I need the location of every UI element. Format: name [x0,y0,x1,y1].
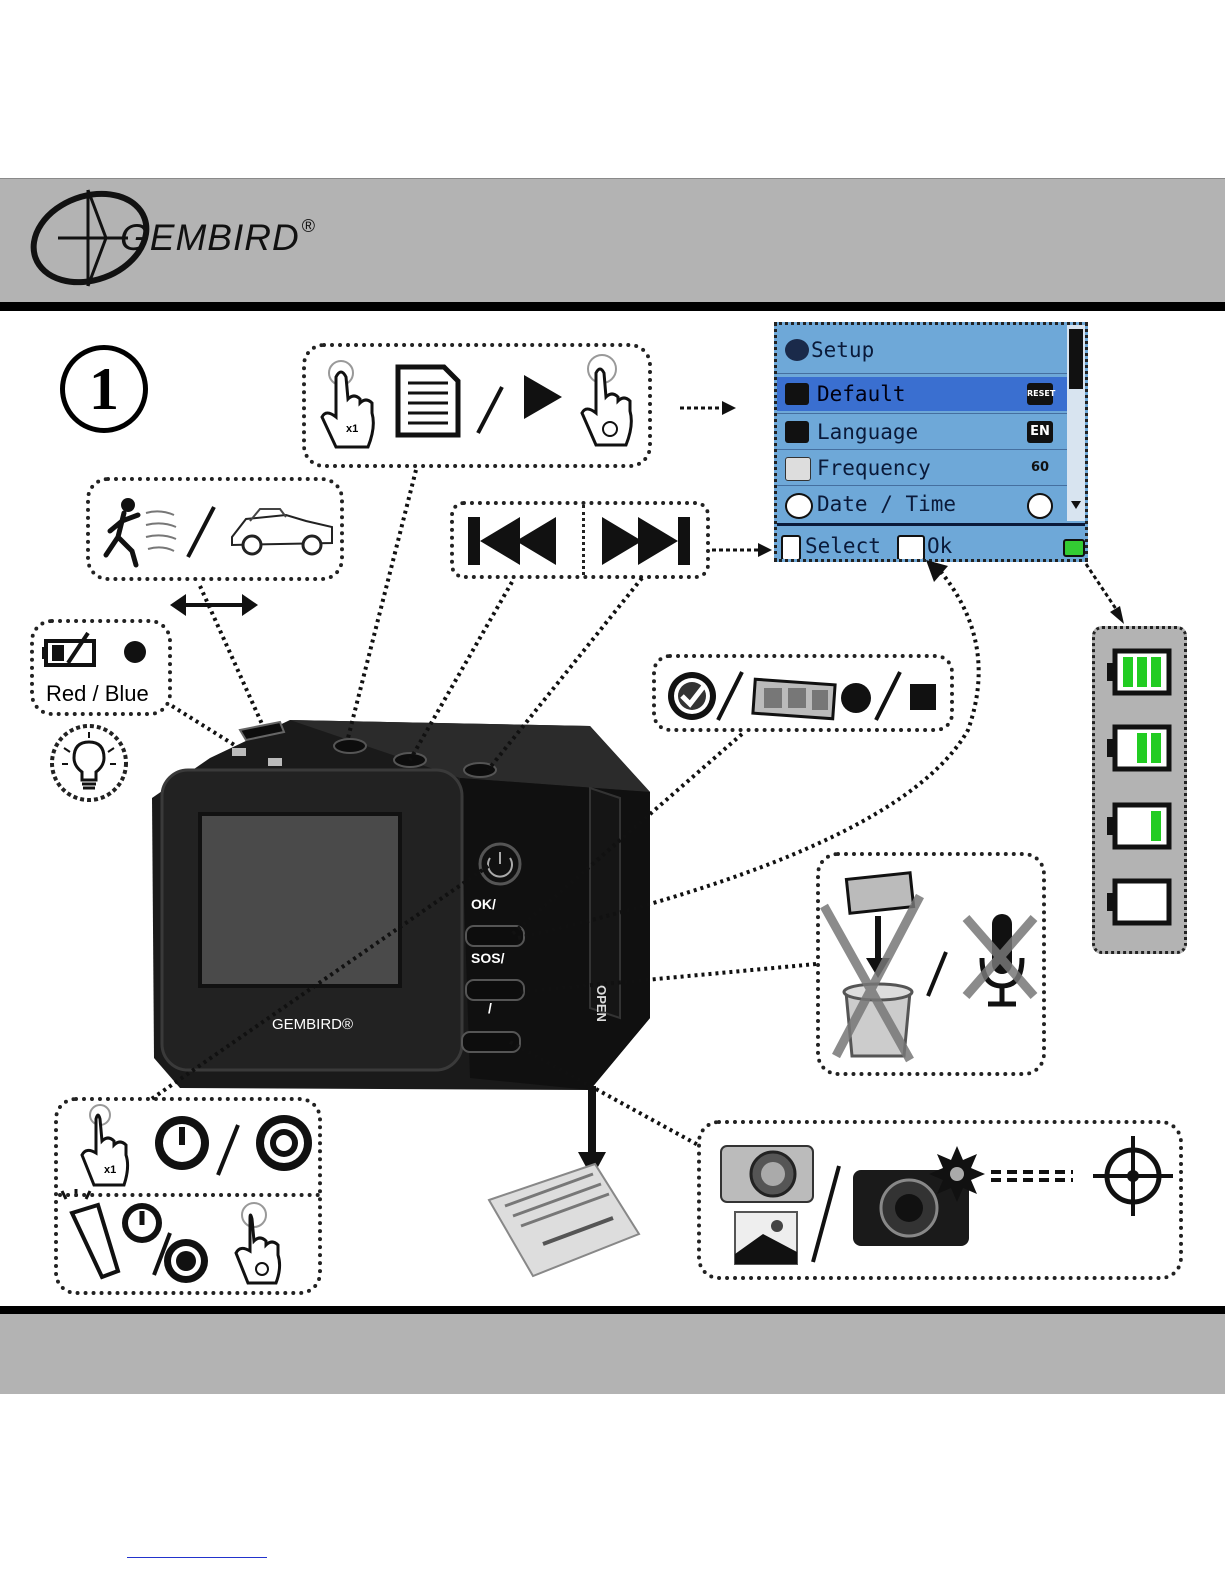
footer-link-underline [127,1557,267,1558]
footer-band [0,1314,1225,1394]
footer-rule [0,1306,1225,1314]
